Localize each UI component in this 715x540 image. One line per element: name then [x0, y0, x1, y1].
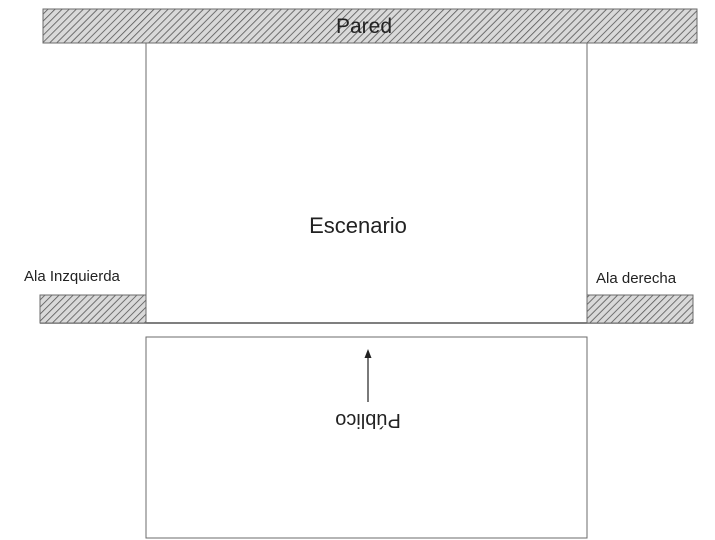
audience-box [145, 336, 588, 539]
left-wing-bar [39, 294, 147, 324]
wall: Pared [42, 8, 698, 44]
audience-arrowhead-icon [364, 349, 372, 358]
wall-bar [42, 8, 698, 44]
stage-label: Escenario [309, 213, 407, 238]
left-wing: Ala Inzquierda [24, 268, 147, 324]
audience-label: Público [335, 409, 401, 431]
right-wing-label: Ala derecha [596, 270, 677, 287]
stage: Escenario [40, 43, 693, 324]
left-wing-label: Ala Inzquierda [24, 268, 121, 285]
wall-label: Pared [336, 15, 392, 38]
audience-area: Público [145, 336, 588, 539]
right-wing-bar [586, 294, 694, 324]
right-wing: Ala derecha [586, 270, 694, 324]
